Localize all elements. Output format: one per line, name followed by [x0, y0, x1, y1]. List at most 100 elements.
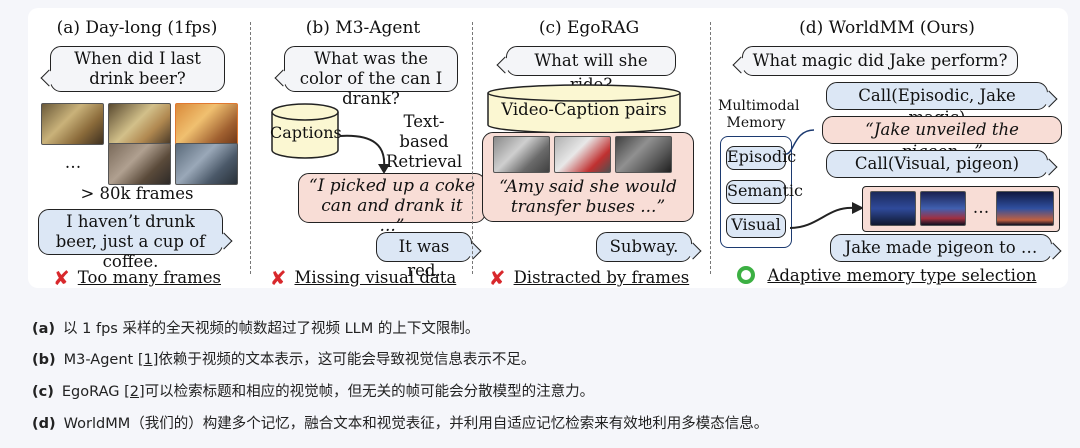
memory-semantic: Semantic — [726, 180, 803, 204]
cylinder-icon — [271, 103, 339, 159]
caption-label: (a) — [32, 321, 56, 337]
panel-c-answer-bubble: Subway. — [596, 232, 702, 262]
panel-d-result1: “Jake unveiled the pigeon…” — [822, 116, 1062, 161]
panel-d-call1: Call(Episodic, Jake magic) — [826, 82, 1058, 127]
memory-episodic: Episodic — [726, 146, 796, 170]
panel-a-ellipsis: … — [64, 153, 82, 172]
citation-link[interactable]: [2] — [124, 384, 145, 400]
citation-link[interactable]: [1] — [137, 352, 159, 368]
caption-text: WorldMM（我们的）构建多个记忆，融合文本和视觉表征，并利用自适应记忆检索来… — [63, 416, 769, 432]
panel-c-status: ✘ Distracted by frames — [476, 266, 702, 290]
bubble-tail — [274, 69, 292, 87]
caption-b: (b) M3-Agent [1]依赖于视频的文本表示，这可能会导致视觉信息表示不足… — [32, 348, 535, 369]
video-frame-thumbnail — [493, 136, 550, 173]
bubble-tail — [1044, 242, 1062, 260]
figure-card: (a) Day-long (1fps) When did I last drin… — [28, 8, 1068, 290]
panel-c-answer: Subway. — [609, 237, 679, 256]
video-frame-thumbnail — [41, 103, 104, 145]
panel-b-status-label: Missing visual data — [294, 268, 457, 287]
caption-a: (a) 以 1 fps 采样的全天视频的帧数超过了视频 LLM 的上下文限制。 — [32, 317, 479, 338]
panel-b: (b) M3-Agent What was the color of the c… — [254, 8, 486, 290]
panel-d-call2: Call(Visual, pigeon) — [826, 150, 1058, 178]
panel-d-question-bubble: What magic did Jake perform? — [732, 46, 1018, 76]
video-frame-thumbnail — [920, 191, 966, 226]
panel-b-store-label: Captions — [270, 123, 342, 142]
caption-text: EgoRAG — [61, 384, 125, 400]
panel-a-answer-bubble: I haven’t drunk beer, just a cup of coff… — [38, 209, 233, 271]
panel-d-title: (d) WorldMM (Ours) — [799, 18, 975, 38]
panel-a-question: When did I last drink beer? — [74, 49, 201, 88]
panel-d-ellipsis: … — [972, 198, 990, 217]
bubble-tail — [1040, 90, 1058, 108]
panel-a-question-bubble: When did I last drink beer? — [40, 46, 225, 92]
panel-b-retrieved: “I picked up a coke can and drank it ...… — [308, 176, 476, 236]
bubble-tail — [215, 232, 233, 250]
caption-text: 以 1 fps 采样的全天视频的帧数超过了视频 LLM 的上下文限制。 — [63, 321, 480, 337]
video-caption-store-cylinder: Video-Caption pairs — [486, 84, 682, 134]
panel-b-retrieval-label: Text-based Retrieval — [385, 112, 463, 171]
video-frame-thumbnail — [175, 103, 238, 145]
panel-c-store-label: Video-Caption pairs — [501, 100, 667, 119]
bubble-tail — [496, 56, 514, 74]
bubble-tail — [684, 242, 702, 260]
panel-a-frame-count: > 80k frames — [80, 184, 194, 203]
bubble-tail — [732, 56, 750, 74]
panel-b-question: What was the color of the can I drank? — [299, 49, 443, 108]
panel-c: (c) EgoRAG What will she ride? Video-Cap… — [476, 8, 702, 290]
panel-d-status: Adaptive memory type selection — [714, 266, 1060, 285]
panel-b-status: ✘ Missing visual data — [254, 266, 472, 290]
memory-visual: Visual — [726, 214, 786, 238]
panel-c-retrieved: “Amy said she would transfer buses ...” — [499, 177, 677, 217]
captions-store-cylinder: Captions — [270, 103, 342, 159]
panel-b-retrieved-bubble: “I picked up a coke can and drank it ...… — [298, 173, 486, 236]
panel-b-answer-bubble: It was red. — [376, 232, 482, 280]
multimodal-memory-group — [720, 136, 792, 248]
panel-a: (a) Day-long (1fps) When did I last drin… — [28, 8, 246, 290]
caption-text: 依赖于视频的文本表示，这可能会导致视觉信息表示不足。 — [158, 352, 536, 368]
video-frame-thumbnail — [996, 191, 1054, 226]
memory-link-icon — [785, 129, 815, 155]
caption-label: (d) — [32, 416, 56, 432]
cross-icon: ✘ — [53, 266, 70, 290]
check-circle-icon — [737, 266, 756, 284]
retrieval-arrow-icon — [789, 202, 864, 229]
panel-b-title: (b) M3-Agent — [305, 18, 421, 38]
panel-b-question-bubble: What was the color of the can I drank? — [274, 46, 458, 108]
panel-b-answer: It was red. — [398, 237, 450, 280]
caption-c: (c) EgoRAG [2]可以检索标题和相应的视觉帧，但无关的帧可能会分散模型的… — [32, 380, 594, 401]
panel-c-title: (c) EgoRAG — [538, 18, 640, 38]
retrieval-arrow-icon — [339, 134, 390, 174]
panel-c-question-bubble: What will she ride? — [496, 46, 676, 94]
caption-label: (c) — [32, 384, 54, 400]
panel-d-memory-label: Multimodal Memory — [718, 98, 800, 131]
caption-d: (d) WorldMM（我们的）构建多个记忆，融合文本和视觉表征，并利用自适应记忆… — [32, 412, 768, 433]
caption-text: 可以检索标题和相应的视觉帧，但无关的帧可能会分散模型的注意力。 — [144, 384, 595, 400]
panel-d-answer: Jake made pigeon to … — [844, 238, 1038, 257]
panel-d-answer-bubble: Jake made pigeon to … — [830, 234, 1062, 262]
video-frame-thumbnail — [554, 136, 611, 173]
bubble-tail — [40, 69, 58, 87]
video-frame-thumbnail — [108, 143, 171, 185]
panel-divider — [472, 22, 473, 274]
video-frame-thumbnail — [175, 143, 238, 185]
panel-d-question: What magic did Jake perform? — [752, 51, 1008, 70]
cross-icon: ✘ — [269, 266, 287, 290]
caption-label: (b) — [32, 352, 56, 368]
panel-c-status-label: Distracted by frames — [513, 268, 690, 287]
panel-d-status-label: Adaptive memory type selection — [767, 266, 1037, 285]
panel-a-answer: I haven’t drunk beer, just a cup of coff… — [55, 212, 206, 271]
panel-a-title: (a) Day-long (1fps) — [56, 18, 218, 38]
panel-a-status: ✘ Too many frames — [28, 266, 246, 290]
video-frame-thumbnail — [108, 103, 171, 145]
panel-d: (d) WorldMM (Ours) What magic did Jake p… — [714, 8, 1062, 288]
cylinder-icon — [487, 84, 681, 134]
cross-icon: ✘ — [488, 266, 506, 290]
panel-d-call2-label: Call(Visual, pigeon) — [854, 154, 1020, 173]
panel-divider — [250, 22, 251, 274]
bubble-tail — [1040, 158, 1058, 176]
video-frame-thumbnail — [870, 191, 916, 226]
panel-divider — [710, 22, 711, 274]
panel-a-status-label: Too many frames — [77, 268, 221, 287]
caption-text: M3-Agent — [63, 352, 138, 368]
video-frame-thumbnail — [615, 136, 672, 173]
